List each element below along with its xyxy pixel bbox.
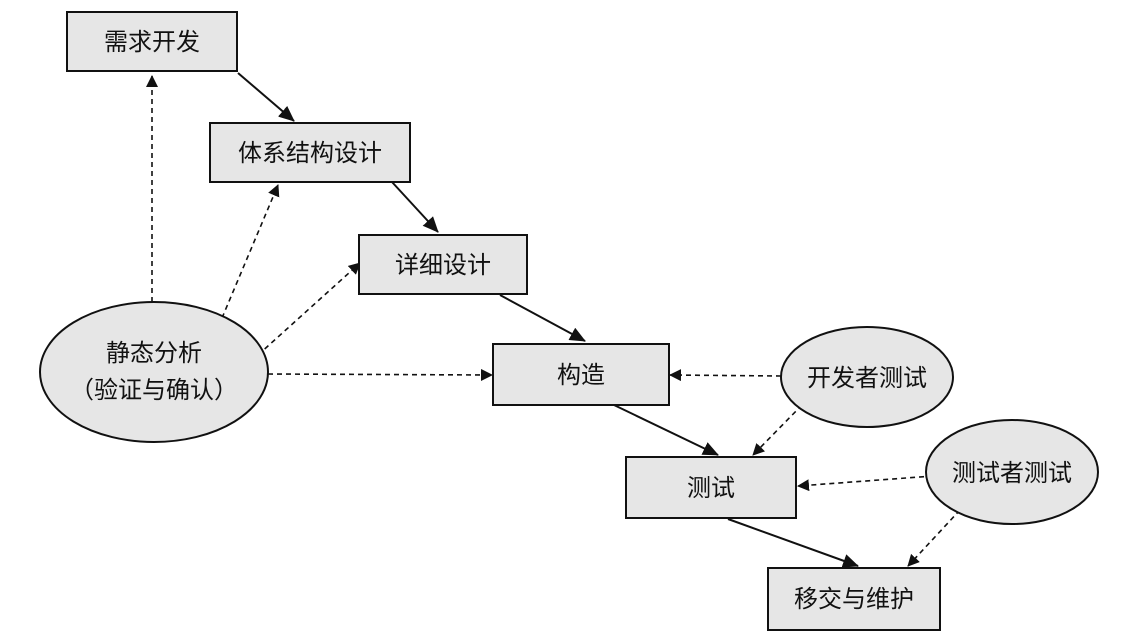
- stage-detailed-design-label: 详细设计: [395, 251, 491, 279]
- dashed-arrow-tester-to-delivery: [907, 509, 961, 567]
- actor-developer-testing-label: 开发者测试: [807, 364, 927, 392]
- actor-static-analysis-line1: 静态分析: [106, 339, 202, 367]
- dashed-arrow-developer-to-testing: [752, 404, 803, 456]
- stage-delivery: 移交与维护: [767, 567, 941, 631]
- stage-architecture-label: 体系结构设计: [238, 139, 382, 167]
- flow-arrow-architecture-to-detailed-design: [391, 181, 439, 233]
- stage-requirements-label: 需求开发: [104, 28, 200, 56]
- dashed-arrow-static-to-detailed-design: [257, 262, 361, 356]
- stage-testing-label: 测试: [687, 474, 735, 502]
- stage-architecture: 体系结构设计: [209, 122, 411, 183]
- actor-tester-testing: 测试者测试: [925, 419, 1099, 525]
- stage-delivery-label: 移交与维护: [794, 585, 914, 613]
- stage-testing: 测试: [625, 456, 797, 519]
- stage-construction-label: 构造: [557, 361, 605, 389]
- actor-static-analysis: 静态分析 （验证与确认）: [39, 301, 269, 443]
- stage-detailed-design: 详细设计: [358, 234, 528, 295]
- dashed-arrow-static-to-construction: [267, 368, 493, 381]
- dashed-arrow-developer-to-construction: [669, 369, 782, 382]
- actor-tester-testing-label: 测试者测试: [952, 459, 1072, 487]
- dashed-arrow-static-to-architecture: [221, 184, 280, 319]
- stage-construction: 构造: [492, 343, 670, 406]
- flow-arrow-testing-to-delivery: [727, 518, 859, 568]
- actor-static-analysis-line2: （验证与确认）: [70, 376, 238, 404]
- dashed-arrow-tester-to-testing: [797, 475, 934, 492]
- actor-developer-testing: 开发者测试: [780, 326, 954, 428]
- flow-arrow-construction-to-testing: [613, 404, 719, 456]
- stage-requirements: 需求开发: [66, 11, 238, 72]
- flow-arrow-detailed-design-to-construction: [499, 294, 586, 342]
- flow-arrow-requirements-to-architecture: [237, 72, 295, 122]
